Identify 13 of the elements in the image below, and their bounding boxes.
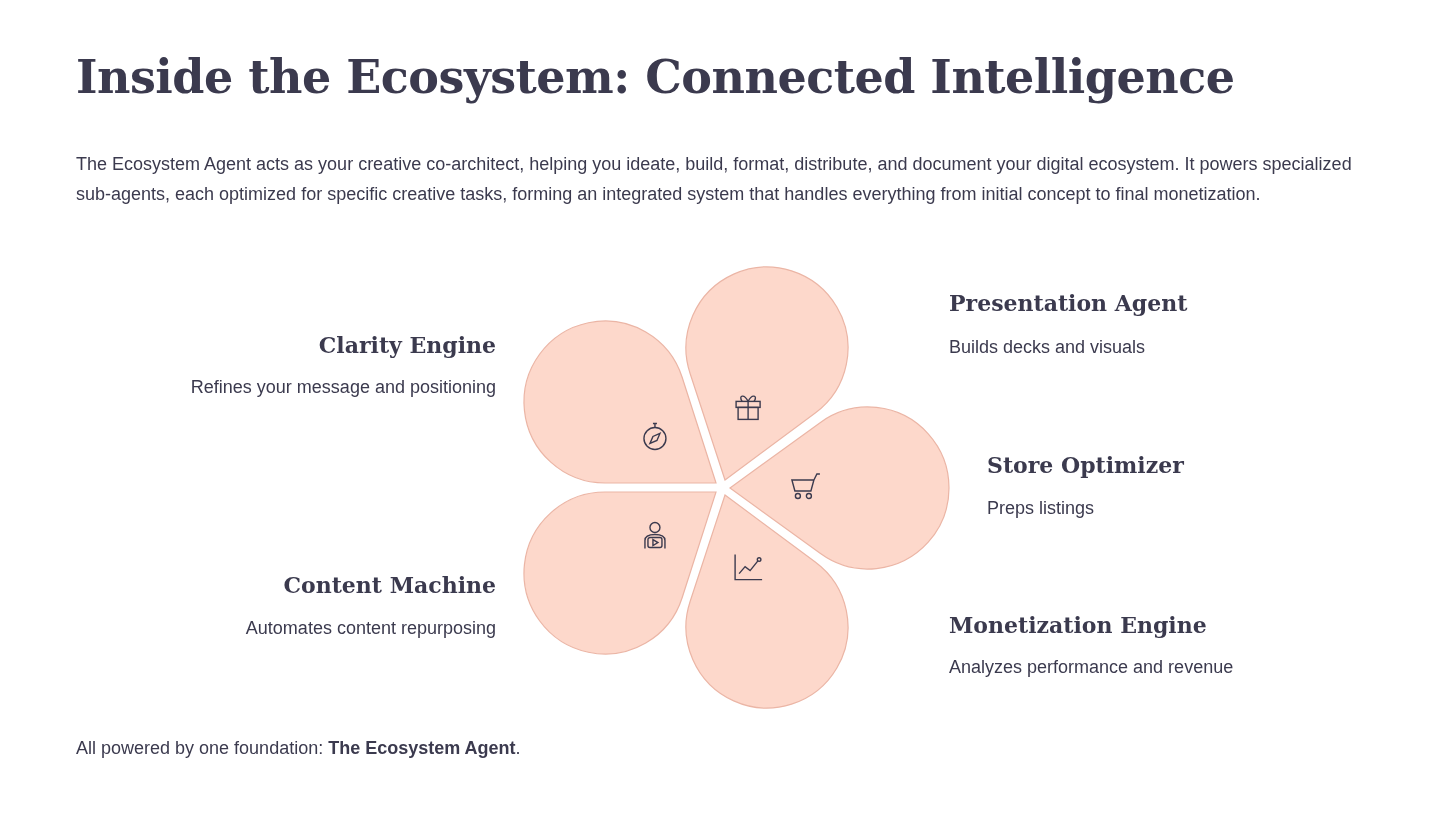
agent-heading: Store Optimizer <box>987 452 1184 478</box>
agent-heading: Content Machine <box>283 572 496 598</box>
agent-description: Preps listings <box>987 498 1095 519</box>
footer-note: All powered by one foundation: The Ecosystem Agent. <box>76 738 521 759</box>
agent-description: Analyzes performance and revenue <box>949 657 1234 678</box>
agent-description: Refines your message and positioning <box>190 377 496 398</box>
agent-description: Automates content repurposing <box>245 618 496 639</box>
title: Inside the Ecosystem: Connected Intelligence <box>76 50 1235 104</box>
agent-heading: Presentation Agent <box>949 290 1188 316</box>
agent-description: Builds decks and visuals <box>949 337 1146 358</box>
intro-paragraph: The Ecosystem Agent acts as your creative co-architect, helping you ideate, build, format, distribute, and document your digital ecosystem. It powers specialized sub-agents, each optimized for specific creative tasks, forming an integrated system that handles everything from initial concept to final monetization. <box>76 153 1353 206</box>
agent-heading: Clarity Engine <box>318 332 496 358</box>
agent-heading: Monetization Engine <box>949 612 1207 638</box>
